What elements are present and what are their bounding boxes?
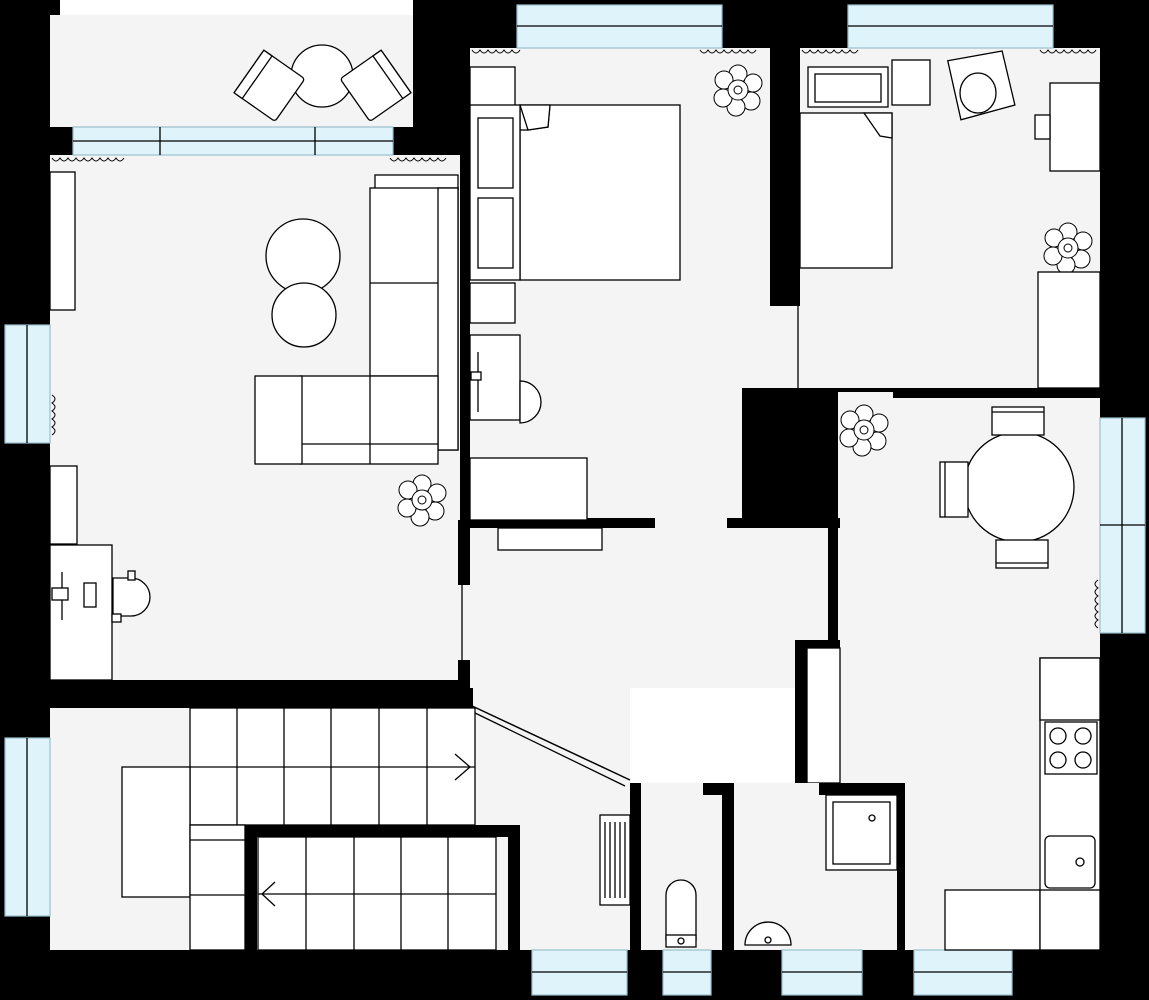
- door-gaps: [458, 306, 893, 795]
- bed-icon: [799, 112, 893, 269]
- kitchen-stub-wall: [795, 640, 807, 790]
- second-bedroom-bottom-wall: [800, 388, 1100, 398]
- curtain-living-top-left: [51, 157, 125, 162]
- shower-icon: [825, 794, 898, 871]
- side-cabinet: [49, 465, 78, 545]
- bathroom-fixtures: [665, 794, 898, 948]
- bedroom-divider-wall: [770, 48, 800, 306]
- small-cabinet: [891, 59, 931, 106]
- toilet-icon: [665, 879, 697, 948]
- outer-wall-top-left: [40, 0, 60, 15]
- counter-top-unit: [1039, 657, 1101, 721]
- office-chair-icon: [111, 570, 151, 623]
- curtains: [51, 49, 1099, 629]
- stair-inner-wall-left: [245, 825, 257, 950]
- curtain-second-bedroom-right: [1039, 49, 1097, 54]
- curtain-living-top-right: [389, 157, 447, 162]
- balcony-furniture: [233, 44, 412, 121]
- laptop: [83, 582, 97, 608]
- desk: [49, 544, 113, 681]
- entrance-door: [469, 704, 631, 781]
- windows: [4, 4, 1146, 996]
- door-second-bedroom: [770, 306, 800, 388]
- armchair-icon: [233, 49, 305, 121]
- kitchen-furniture: [839, 404, 1101, 951]
- coffee-table-small: [271, 282, 337, 348]
- curtain-second-bedroom-left: [801, 49, 859, 54]
- door-bedroom-hall: [655, 518, 727, 528]
- armchair-icon: [340, 49, 412, 121]
- stair-landing: [121, 766, 191, 898]
- door-bathroom: [734, 783, 819, 795]
- staircase: [121, 707, 497, 951]
- stair-arrow-icon: [454, 753, 471, 781]
- chair-icon: [995, 539, 1049, 569]
- second-wardrobe: [1037, 271, 1101, 389]
- stair-left-steps: [189, 824, 246, 951]
- living-room-furniture: [49, 171, 459, 681]
- stair-wall-diag-post: [465, 688, 473, 708]
- bed-pillow-bottom: [477, 197, 514, 269]
- outer-wall-left-notch: [0, 0, 8, 62]
- sink-icon: [1044, 835, 1096, 889]
- coffee-table-large: [265, 218, 341, 294]
- toilet-bath-wall: [722, 783, 734, 950]
- bedroom-furniture: [469, 64, 763, 521]
- chair-icon: [991, 406, 1045, 436]
- curtain-kitchen-right: [1094, 579, 1099, 629]
- door-toilet: [641, 783, 703, 795]
- hall-shelf: [497, 527, 603, 551]
- stove-icon: [1044, 721, 1098, 775]
- bedroom-desk-chair: [519, 380, 542, 424]
- door-kitchen: [838, 392, 893, 400]
- curtain-bedroom-left: [471, 49, 521, 54]
- sofa-icon: [254, 174, 459, 465]
- sink-icon: [744, 921, 792, 946]
- bedroom-divider-lower: [742, 388, 838, 528]
- toilet-left-wall: [630, 783, 641, 950]
- tv-console: [49, 171, 76, 311]
- living-stair-wall: [40, 680, 470, 708]
- curtain-bedroom-right: [699, 49, 757, 54]
- bath-kitchen-wall: [897, 783, 905, 950]
- stair-inner-wall-right: [508, 825, 520, 950]
- hall-kitchen-wall: [828, 528, 838, 640]
- bedroom-hall-wall: [465, 518, 840, 528]
- dining-table: [963, 431, 1075, 543]
- living-bedroom-wall: [460, 48, 470, 528]
- bed-icon: [519, 104, 681, 281]
- curtain-living-left: [51, 394, 56, 436]
- bed-pillow-top: [477, 117, 514, 189]
- stair-inner-wall-top: [245, 825, 520, 837]
- second-bedroom-furniture: [799, 50, 1101, 389]
- stair-arrow-icon: [261, 881, 276, 907]
- bedroom-wardrobe-top: [469, 66, 516, 108]
- kitchen-tall-cabinet: [806, 647, 841, 784]
- door-living-hall: [458, 585, 470, 660]
- hallway-floor: [465, 528, 830, 688]
- nightstand: [469, 282, 516, 324]
- kitchen-low-cabinet: [944, 889, 1041, 951]
- second-desk: [1049, 82, 1101, 172]
- chair-icon: [939, 461, 969, 518]
- hallway-furniture: [469, 527, 841, 906]
- kitchen-end-cabinet: [1039, 889, 1101, 951]
- bedroom-dresser: [469, 457, 588, 521]
- armchair-icon: [946, 50, 1016, 121]
